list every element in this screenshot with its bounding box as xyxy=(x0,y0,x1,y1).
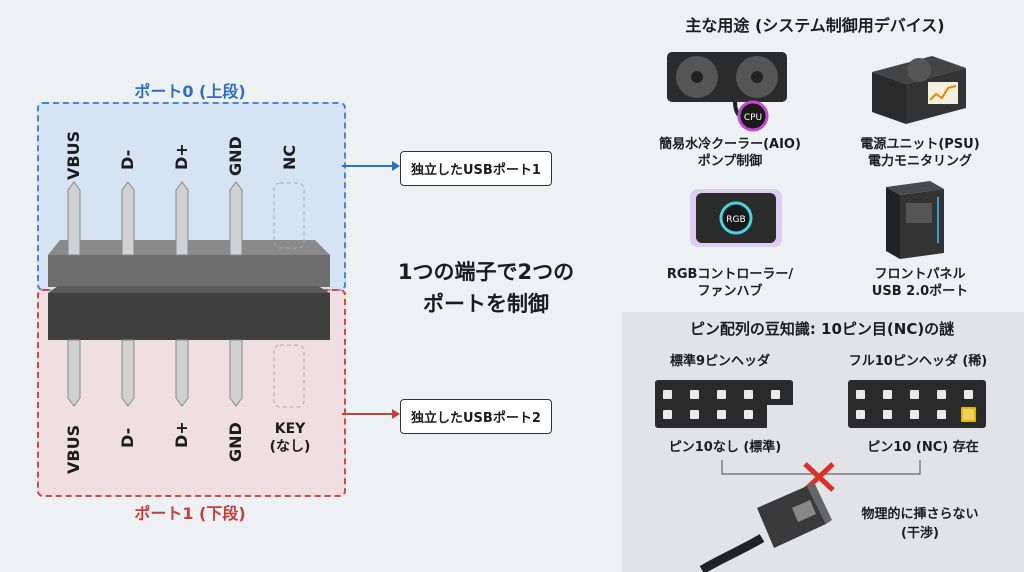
use-item-aio: 簡易水冷クーラー(AIO)ポンプ制御 xyxy=(659,137,801,169)
pin-bottom-3 xyxy=(175,339,189,407)
header-9pin-notch xyxy=(767,405,793,428)
header-diagram xyxy=(48,161,400,419)
trivia-panel xyxy=(622,312,1024,572)
interference-illustration xyxy=(699,460,921,572)
psu-icon xyxy=(872,56,966,124)
rgb-controller-icon: RGB xyxy=(690,189,782,247)
use-item-psu: 電源ユニット(PSU)電力モニタリング xyxy=(860,137,980,169)
usb-port-2-box: 独立したUSBポート2 xyxy=(400,399,552,434)
pin-bottom-1 xyxy=(67,339,81,407)
bottom-pin-label: VBUS xyxy=(64,424,83,474)
top-pin-label: NC xyxy=(280,144,299,170)
header-10pin xyxy=(848,380,986,428)
pin-nc-ghost xyxy=(273,182,305,249)
top-pin-label: VBUS xyxy=(64,130,83,180)
uses-title: 主な用途 (システム制御用デバイス) xyxy=(685,16,945,35)
bottom-pin-label: D+ xyxy=(172,421,191,448)
rgb-text: RGB xyxy=(726,215,745,225)
pin-bottom-4 xyxy=(229,339,243,407)
header-9pin-title: 標準9ピンヘッダ xyxy=(669,354,771,369)
pin-top-1 xyxy=(67,181,81,256)
pc-case-icon xyxy=(886,181,944,259)
aio-cooler-icon: CPU xyxy=(667,52,787,132)
port0-title: ポート0 (上段) xyxy=(134,82,246,101)
pin-top-3 xyxy=(175,181,189,256)
bottom-pin-label: GND xyxy=(226,422,245,462)
caption-10pin: ピン10 (NC) 存在 xyxy=(867,440,979,455)
key-label: KEY (なし) xyxy=(269,421,311,455)
center-caption: 1つの端子で2つの ポートを制御 xyxy=(397,260,575,316)
top-pin-label: GND xyxy=(226,136,245,176)
pin10-highlight xyxy=(961,407,976,422)
key-ghost xyxy=(273,344,305,408)
top-pin-label: D+ xyxy=(172,143,191,170)
trivia-title: ピン配列の豆知識: 10ピン目(NC)の謎 xyxy=(689,320,955,338)
pin-top-4 xyxy=(229,181,243,256)
usb-port-1-box: 独立したUSBポート1 xyxy=(400,151,552,186)
header-10pin-title: フル10ピンヘッダ (稀) xyxy=(848,354,988,369)
caption-9pin: ピン10なし (標準) xyxy=(668,440,782,455)
pin-bottom-2 xyxy=(121,339,135,407)
top-pin-label: D- xyxy=(118,149,137,170)
aio-cpu-text: CPU xyxy=(744,113,762,123)
interference-note: 物理的に挿さらない(干渉) xyxy=(861,507,979,541)
pin-top-2 xyxy=(121,181,135,256)
use-item-rgb: RGBコントローラー/ファンハブ xyxy=(666,267,794,299)
bottom-pin-label: D- xyxy=(118,427,137,448)
port1-title: ポート1 (下段) xyxy=(134,504,246,523)
